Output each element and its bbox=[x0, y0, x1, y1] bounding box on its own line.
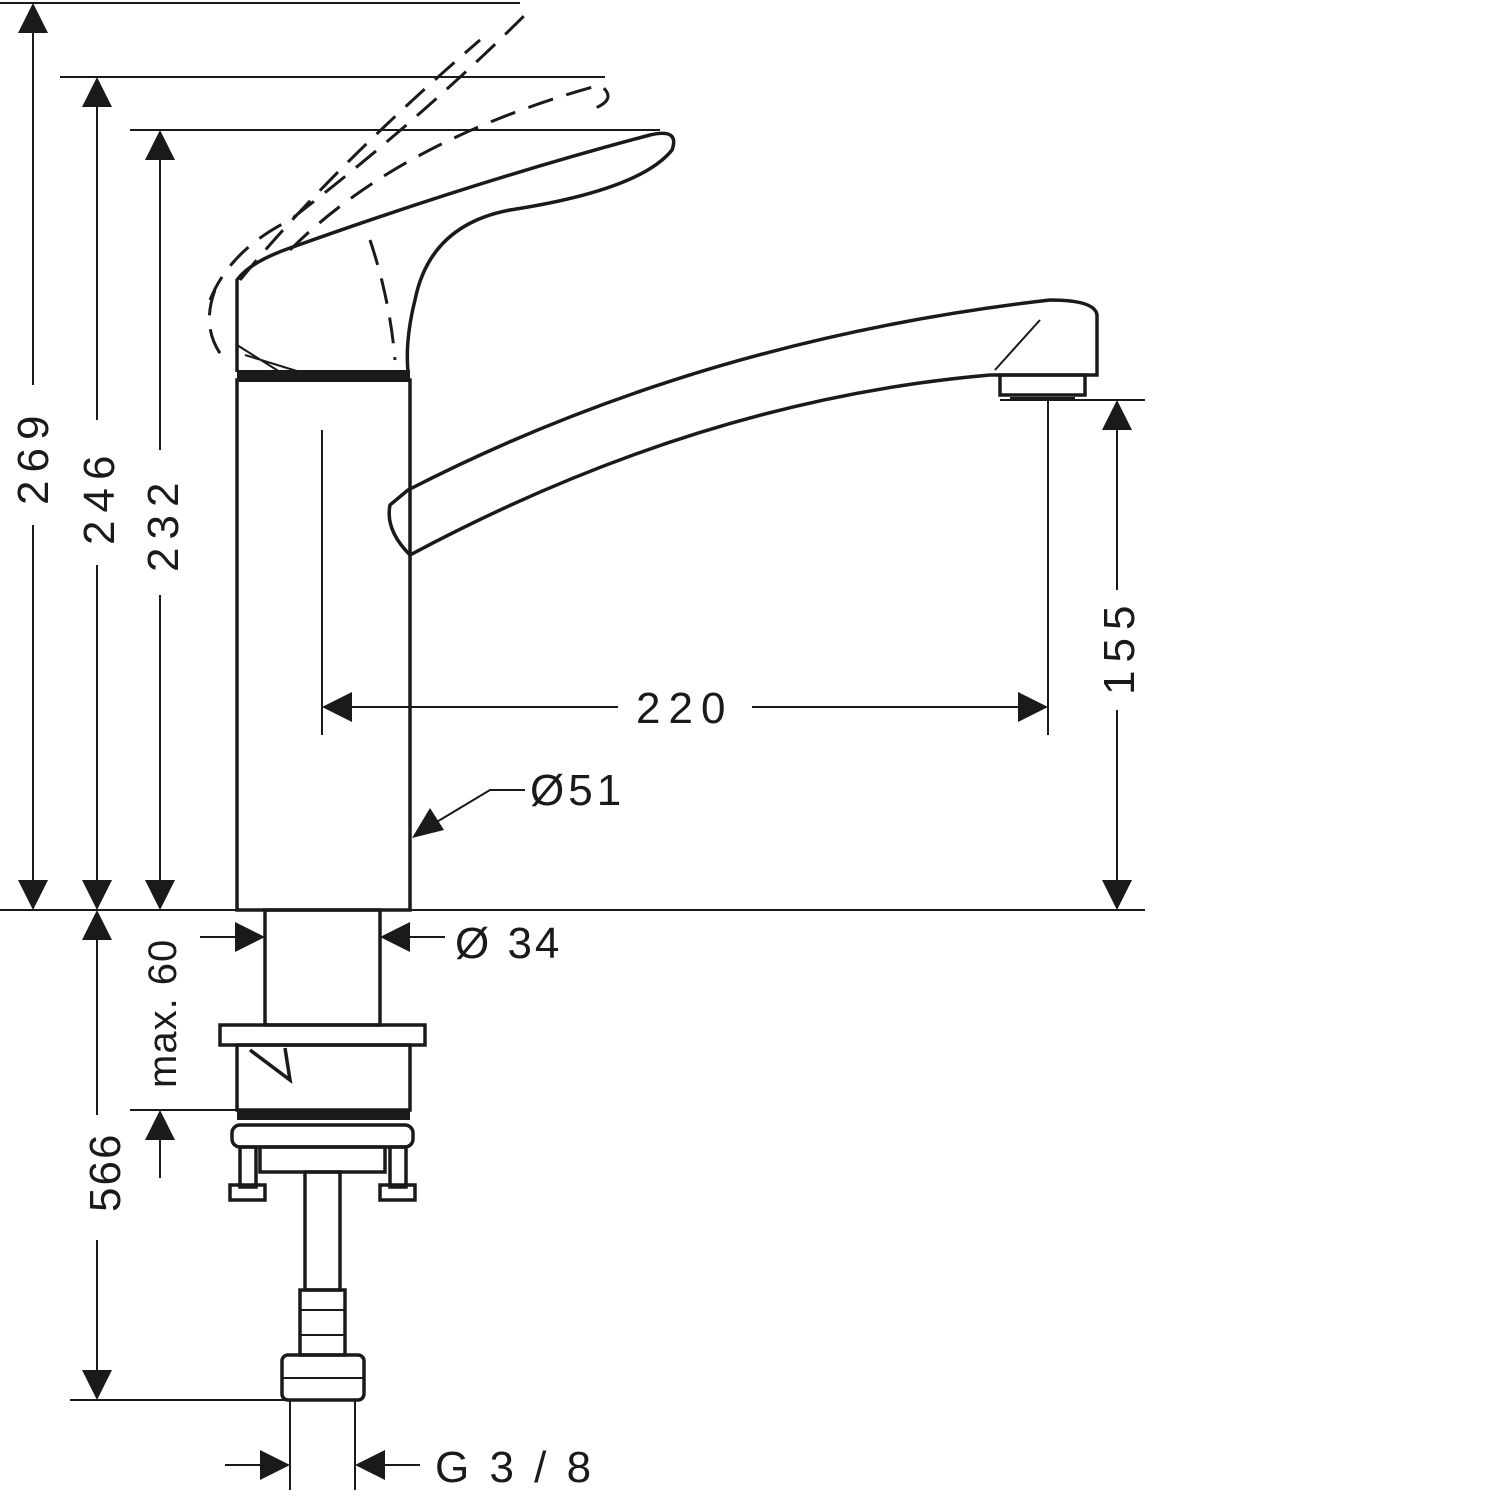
dimension-232 bbox=[145, 130, 175, 910]
lever-handle bbox=[235, 131, 676, 373]
dimension-g38 bbox=[225, 1450, 420, 1480]
label-g38: G 3 / 8 bbox=[435, 1443, 595, 1492]
supply-hose bbox=[280, 1170, 366, 1402]
label-155: 155 bbox=[1095, 598, 1144, 695]
lever-raised-dashed bbox=[207, 8, 610, 361]
dimension-566 bbox=[82, 910, 112, 1400]
dimension-269 bbox=[18, 3, 48, 910]
label-ø51: Ø51 bbox=[530, 766, 625, 815]
dimension-max60 bbox=[145, 1110, 175, 1178]
extension-lines bbox=[0, 2, 1145, 1490]
label-max60: max. 60 bbox=[141, 939, 185, 1088]
label-246: 246 bbox=[75, 448, 124, 545]
dimension-155 bbox=[1102, 400, 1132, 910]
dimension-ø34 bbox=[200, 922, 445, 952]
label-232: 232 bbox=[139, 475, 188, 572]
faucet-body bbox=[235, 370, 412, 912]
dimension-220 bbox=[322, 692, 1048, 722]
dimension-246 bbox=[82, 77, 112, 910]
label-566: 566 bbox=[81, 1133, 130, 1212]
dimension-ø51-leader bbox=[412, 789, 525, 838]
label-220: 220 bbox=[636, 684, 733, 733]
mounting-assembly bbox=[218, 908, 427, 1202]
label-ø34: Ø 34 bbox=[455, 919, 562, 968]
spout bbox=[387, 298, 1099, 558]
label-269: 269 bbox=[9, 408, 58, 505]
